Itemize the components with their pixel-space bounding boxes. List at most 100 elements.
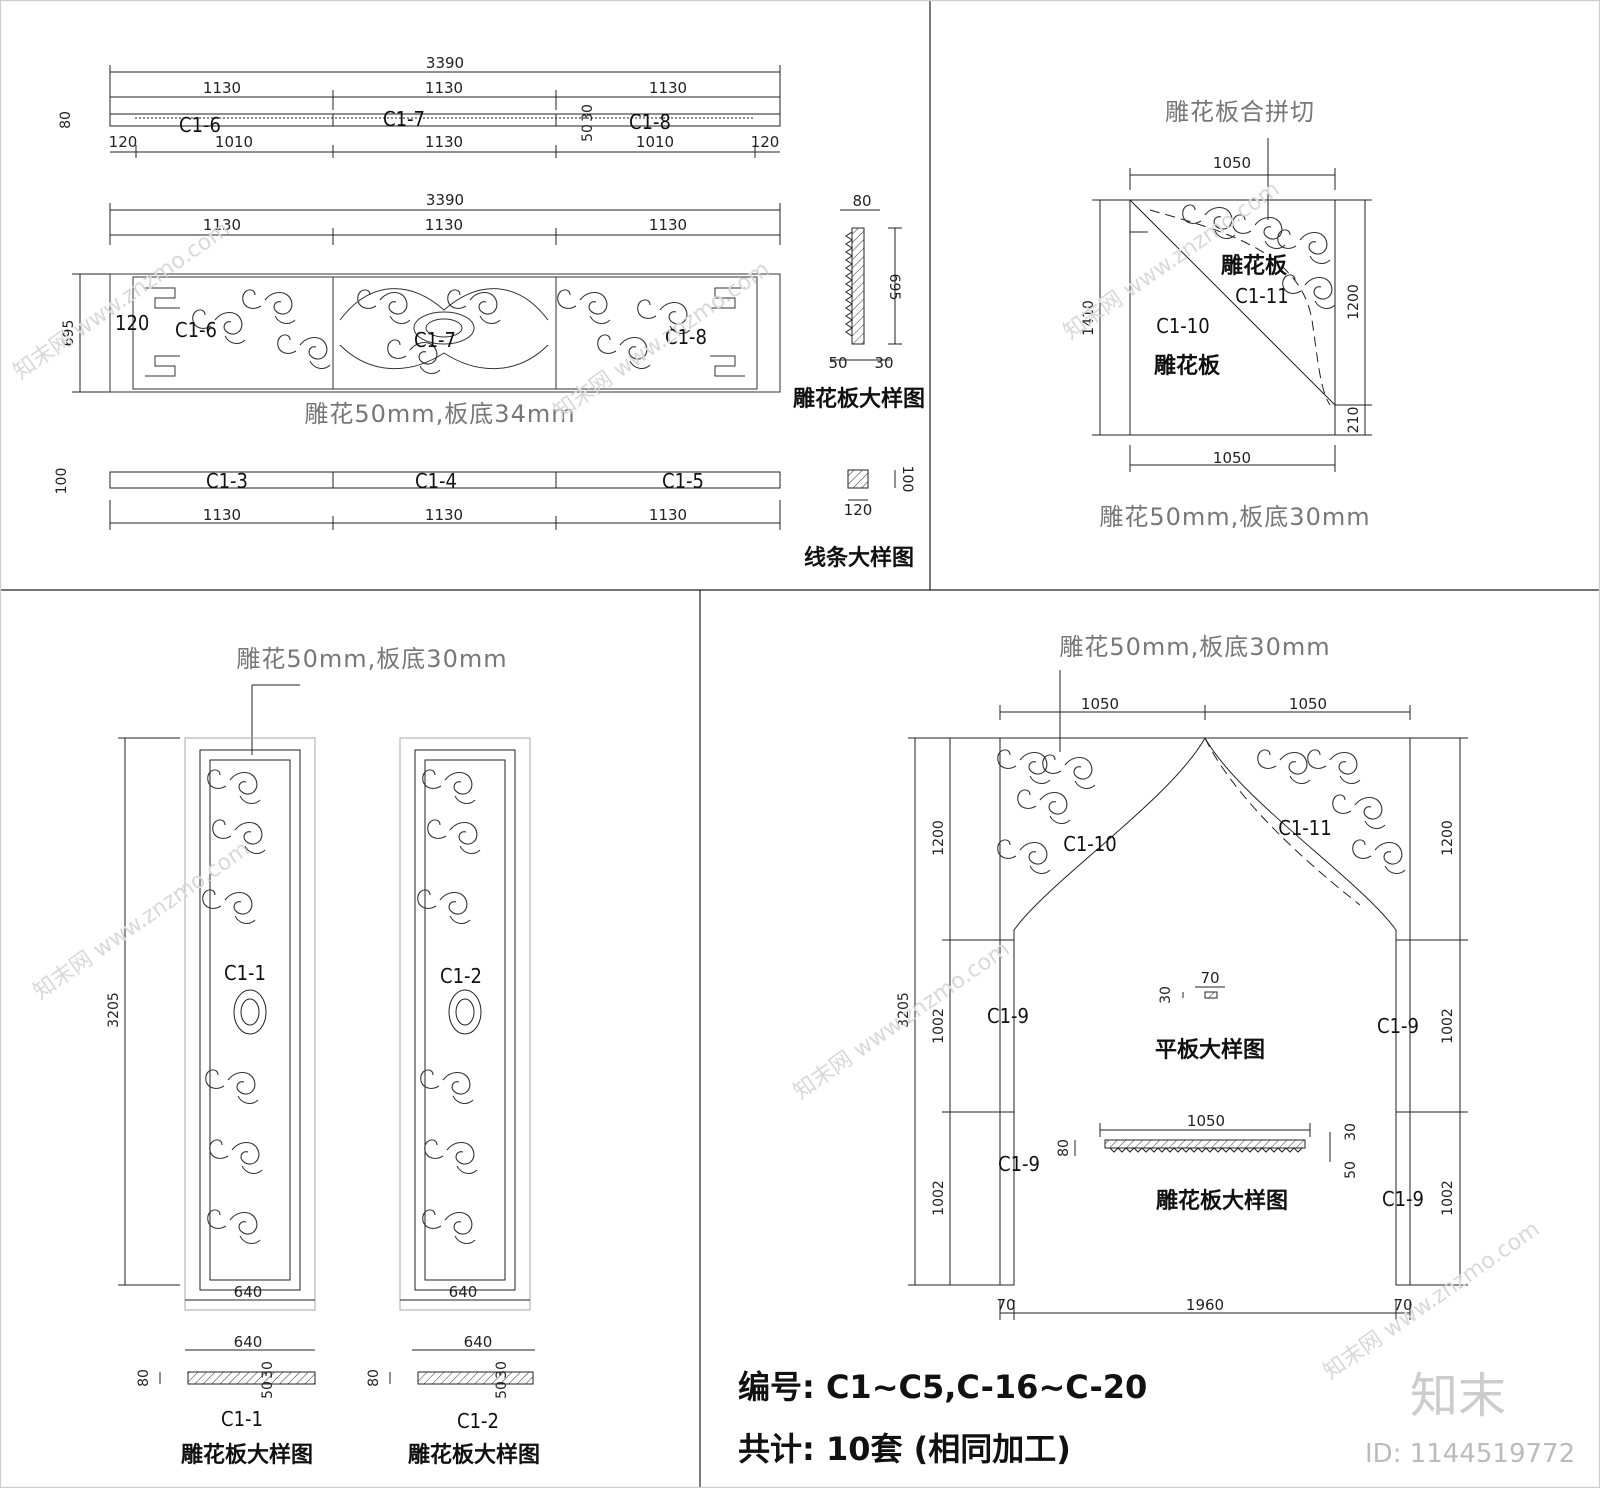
dim-main-total: 3390: [426, 191, 464, 209]
detail-section-carved: [830, 210, 902, 360]
top-strip-elevation: [110, 114, 780, 126]
bl-note: 雕花50mm,板底30mm: [236, 645, 507, 673]
bl-detail1-d50: 50: [260, 1381, 276, 1399]
dim-main-inner: 120: [115, 311, 149, 335]
bl-cap1-code: C1-1: [221, 1407, 263, 1431]
carved-panel-main: [110, 274, 780, 392]
line-detail-w: 120: [844, 501, 873, 519]
dim-top-sub4: 1010: [636, 133, 674, 151]
br-total-h: 3205: [896, 992, 912, 1028]
detail-caption: 雕花板大样图: [793, 386, 925, 412]
code-line: 编号: C1~C5,C-16~C-20: [738, 1368, 1147, 1406]
detail-b1: 50: [828, 354, 847, 372]
dim-top-seg3: 1130: [649, 79, 687, 97]
tr-label-a-code: C1-11: [1235, 284, 1288, 308]
bl-detail1-d30: 30: [260, 1361, 276, 1379]
watermark-text-6: 知末网 www.znzmo.com: [1319, 1217, 1544, 1385]
panel-top-right: 雕花板合拼切 1050 雕花板 C1-11 C1-10 雕花板 1410 120…: [1081, 98, 1372, 531]
tr-note: 雕花50mm,板底30mm: [1099, 503, 1370, 531]
watermark-logo: 知末: [1410, 1368, 1506, 1424]
dim-top-sub2: 1010: [215, 133, 253, 151]
br-arch-l: C1-10: [1063, 832, 1116, 856]
dim-strip-height: 100: [54, 468, 70, 495]
bl-panel1-w: 640: [234, 1283, 263, 1301]
label-c1-7-main: C1-7: [414, 328, 456, 352]
note-main: 雕花50mm,板底34mm: [304, 400, 575, 428]
dim-main-height: 695: [61, 320, 77, 347]
line-detail-h: 100: [899, 466, 915, 493]
line-detail-caption: 线条大样图: [804, 545, 914, 571]
br-note: 雕花50mm,板底30mm: [1059, 633, 1330, 661]
bl-panel2-w: 640: [449, 1283, 478, 1301]
dim-strip-seg2: 1130: [425, 506, 463, 524]
dim-strip-seg1: 1130: [203, 506, 241, 524]
bl-cap2: 雕花板大样图: [408, 1442, 540, 1468]
bl-height: 3205: [106, 992, 122, 1028]
br-r3: 1002: [1440, 1180, 1456, 1216]
panel-bottom-right: 雕花50mm,板底30mm: [738, 633, 1468, 1468]
tr-bottom-w: 1050: [1213, 449, 1251, 467]
label-c1-6-top: C1-6: [179, 113, 221, 137]
br-side-4: C1-9: [1382, 1187, 1424, 1211]
br-carve-w: 1050: [1187, 1112, 1225, 1130]
watermark-text-1: 知末网 www.znzmo.com: [9, 217, 234, 385]
watermark-text-5: 知末网 www.znzmo.com: [789, 937, 1014, 1105]
br-r2: 1002: [1440, 1008, 1456, 1044]
watermark-id: ID: 1144519772: [1365, 1439, 1575, 1469]
tr-top-w: 1050: [1213, 154, 1251, 172]
detail-w: 80: [852, 192, 871, 210]
br-bottom-3: 70: [1393, 1296, 1412, 1314]
panel-bottom-left: 雕花50mm,板底30mm: [106, 645, 540, 1468]
bl-detail1-h: 80: [136, 1369, 152, 1387]
dim-strip-seg3: 1130: [649, 506, 687, 524]
bl-detail2-d30: 30: [494, 1361, 510, 1379]
detail-b2: 30: [874, 354, 893, 372]
watermark-text-4: 知末网 www.znzmo.com: [29, 837, 254, 1005]
br-flat-w: 70: [1200, 969, 1219, 987]
detail-section-line: [848, 470, 895, 500]
br-carve-caption: 雕花板大样图: [1156, 1188, 1288, 1214]
dim-top-d30: 30: [580, 104, 596, 122]
detail-h: 695: [886, 274, 902, 301]
br-side-2: C1-9: [998, 1152, 1040, 1176]
bl-cap1: 雕花板大样图: [181, 1442, 313, 1468]
br-h2: 1002: [931, 1008, 947, 1044]
dim-top-seg2: 1130: [425, 79, 463, 97]
br-top-r: 1050: [1289, 695, 1327, 713]
watermark-text-2: 知末网 www.znzmo.com: [549, 257, 774, 425]
br-carve-h2: 30: [1343, 1123, 1359, 1141]
dim-top-d50: 50: [580, 124, 596, 142]
dim-main-seg3: 1130: [649, 216, 687, 234]
tr-label-b: 雕花板: [1154, 353, 1221, 379]
bl-cap2-code: C1-2: [457, 1409, 499, 1433]
br-flat-caption: 平板大样图: [1155, 1037, 1265, 1063]
br-carve-h3: 50: [1343, 1161, 1359, 1179]
br-r1: 1200: [1440, 820, 1456, 856]
dim-top-sub5: 120: [751, 133, 780, 151]
tr-title: 雕花板合拼切: [1165, 98, 1315, 126]
bl-detail2-d50: 50: [494, 1381, 510, 1399]
label-c1-7-top: C1-7: [383, 107, 425, 131]
br-side-3: C1-9: [1377, 1014, 1419, 1038]
br-arch-r: C1-11: [1278, 816, 1331, 840]
tr-label-a: 雕花板: [1221, 253, 1288, 279]
tr-right-b: 210: [1346, 407, 1362, 434]
label-c1-5: C1-5: [662, 469, 704, 493]
br-flat-h: 30: [1158, 986, 1174, 1004]
bl-panel1-code: C1-1: [224, 961, 266, 985]
label-c1-4: C1-4: [415, 469, 457, 493]
dim-top-height: 80: [58, 111, 74, 129]
dim-top-sub3: 1130: [425, 133, 463, 151]
br-side-1: C1-9: [987, 1004, 1029, 1028]
bl-detail2-h: 80: [366, 1369, 382, 1387]
br-h3: 1002: [931, 1180, 947, 1216]
br-bottom-2: 1960: [1186, 1296, 1224, 1314]
dim-main-seg1: 1130: [203, 216, 241, 234]
dim-top-sub1: 120: [109, 133, 138, 151]
br-carve-h1: 80: [1056, 1139, 1072, 1157]
label-c1-8-main: C1-8: [665, 325, 707, 349]
label-c1-8-top: C1-8: [629, 110, 671, 134]
tr-label-b-code: C1-10: [1156, 314, 1209, 338]
bl-detail2-w: 640: [464, 1333, 493, 1351]
